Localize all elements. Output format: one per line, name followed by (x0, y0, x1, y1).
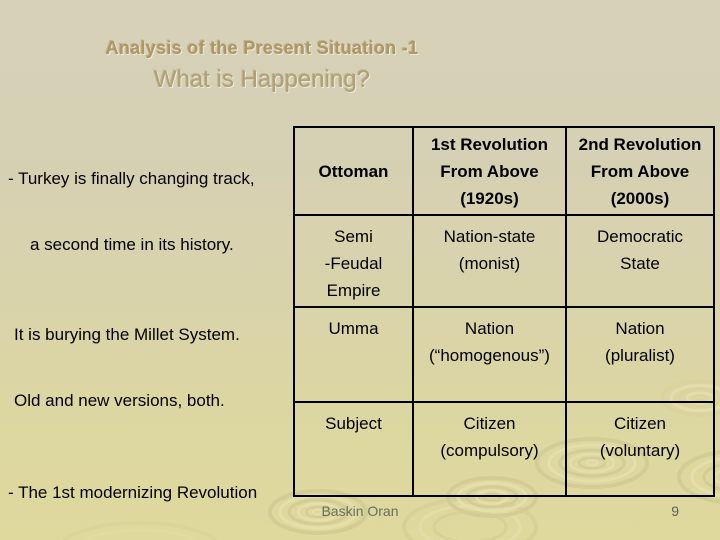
footer-page-number: 9 (671, 503, 679, 519)
table-cell: Nation-state (monist) (412, 214, 567, 308)
bullet-line: Old and new versions, both. (14, 391, 225, 410)
table-cell: Subject (293, 401, 414, 497)
footer-author: Baskin Oran (321, 503, 399, 519)
table-header-cell-1st-revolution: 1st Revolution From Above (1920s) (412, 126, 567, 216)
table-cell: Democratic State (565, 214, 715, 308)
table-header-row: Ottoman 1st Revolution From Above (1920s… (293, 126, 715, 216)
bullet-line: It is burying the Millet System. (14, 325, 240, 344)
slide-subtitle: What is Happening? (153, 66, 371, 93)
table-header-cell-2nd-revolution: 2nd Revolution From Above (2000s) (565, 126, 715, 216)
comparison-table: Ottoman 1st Revolution From Above (1920s… (293, 126, 715, 497)
table-cell: Umma (293, 306, 414, 403)
table-cell: Nation (“homogenous”) (412, 306, 567, 403)
bullet-line: - The 1st modernizing Revolution (8, 483, 258, 502)
table-row: Umma Nation (“homogenous”) Nation (plura… (293, 306, 715, 403)
table-row: Subject Citizen (compulsory) Citizen (vo… (293, 401, 715, 497)
table-row: Semi -Feudal Empire Nation-state (monist… (293, 214, 715, 308)
bullet-line: - Turkey is finally changing track, (8, 169, 255, 188)
table-cell: Nation (pluralist) (565, 306, 715, 403)
title-block: Analysis of the Present Situation -1 Wha… (0, 38, 524, 94)
slide-title: Analysis of the Present Situation -1 (105, 38, 419, 58)
table-header-cell-ottoman: Ottoman (293, 126, 414, 216)
table-cell: Citizen (compulsory) (412, 401, 567, 497)
table-cell: Citizen (voluntary) (565, 401, 715, 497)
bullet-line: a second time in its history. (30, 235, 234, 254)
table-cell: Semi -Feudal Empire (293, 214, 414, 308)
bullet-text-block: - Turkey is finally changing track, a se… (8, 124, 296, 540)
